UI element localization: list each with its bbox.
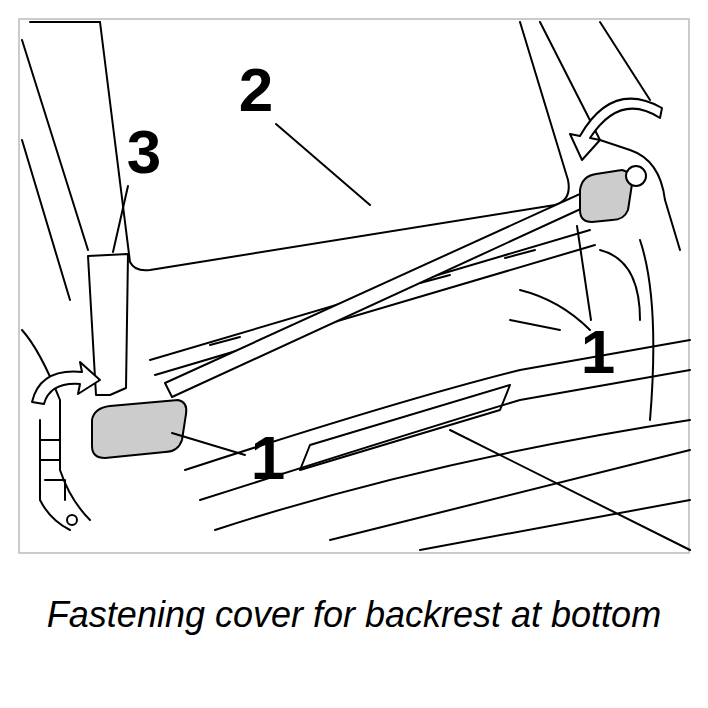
right-frame — [540, 22, 680, 420]
bracket — [40, 440, 65, 500]
leader-3 — [113, 186, 128, 252]
leader-1-left — [172, 433, 245, 455]
seat-rail — [300, 385, 510, 470]
cover-left — [92, 400, 186, 458]
left-frame — [22, 40, 90, 530]
callout-number: 2 — [239, 59, 273, 121]
leader-2 — [276, 124, 370, 205]
rod-end — [626, 166, 646, 186]
callout-number: 3 — [127, 121, 161, 183]
callout-number: 1 — [581, 321, 615, 383]
frame — [19, 19, 689, 553]
callout-number: 1 — [251, 427, 285, 489]
seat-detail — [510, 290, 590, 330]
leader-1-right — [577, 226, 591, 320]
rod — [165, 178, 622, 397]
panel-top — [30, 21, 100, 23]
rotate-arrow — [32, 362, 100, 404]
bolt — [67, 515, 77, 525]
figure-caption: Fastening cover for backrest at bottom — [44, 592, 664, 638]
cover-right — [580, 170, 632, 222]
rotate-arrow — [570, 99, 662, 160]
